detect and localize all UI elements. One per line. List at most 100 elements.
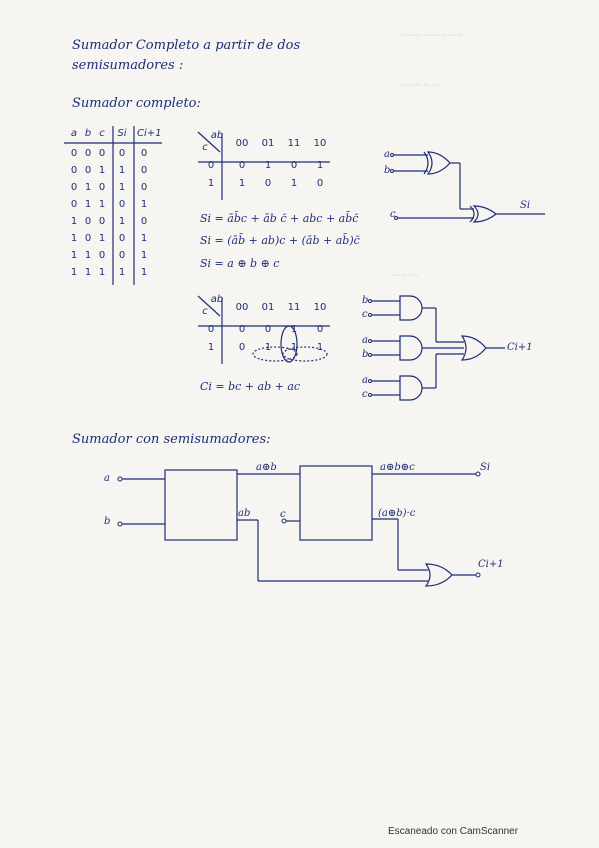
truth-table-cell: 0 [70,165,78,176]
si-input-c: c [390,209,396,220]
equation-ci: Ci = bc + ab + ac [200,380,301,393]
truth-table-header: c [99,128,105,139]
ha1-carry-label: ab [238,508,251,519]
xor-gate-2 [472,205,497,223]
half-adder-2 [299,465,373,541]
truth-table-cell: 1 [70,267,78,278]
truth-table-cell: 0 [84,165,92,176]
ha1-sum-label: a⊕b [256,462,277,473]
kmap-cell: 1 [316,160,324,171]
truth-table-cell: 0 [98,182,106,193]
xor-gate-1 [426,151,451,175]
truth-table-cell: 0 [140,182,148,193]
kmap-col-header: 00 [235,138,249,149]
truth-table-cell: 0 [118,148,126,159]
truth-table-header: a [70,128,78,139]
si-output: Si [520,200,531,211]
truth-table-cell: 1 [118,165,126,176]
truth-table-cell: 1 [70,216,78,227]
bleed-through-text: ~~~~ ~~~ ~~~~ [400,30,463,40]
truth-table-cell: 1 [98,233,106,244]
truth-table-cell: 0 [140,148,148,159]
equation-si-factored: Si = (āb̄ + ab)c + (āb + ab̄)c̄ [200,234,360,247]
truth-table-cell: 1 [84,267,92,278]
kmap-row-var: c [202,142,208,153]
and-gate-2 [399,335,423,361]
kmap-cell: 0 [264,178,272,189]
kmap-col-header: 11 [287,302,301,313]
kmap-cell: 1 [290,178,298,189]
truth-table-cell: 0 [118,233,126,244]
block-output-carry: Ci+1 [478,559,504,570]
ci-output: Ci+1 [507,342,533,353]
kmap-cell: 0 [264,324,272,335]
truth-table-cell: 1 [118,182,126,193]
kmap-row-header: 1 [207,342,215,353]
kmap-row-var: c [202,306,208,317]
kmap-col-header: 11 [287,138,301,149]
ci-input-b2: b [362,349,369,360]
block-output-sum: Si [480,462,491,473]
block-input-b: b [104,516,111,527]
half-adder-1 [164,469,238,541]
truth-table-cell: 1 [118,267,126,278]
si-input-a: a [384,149,390,160]
truth-table-cell: 1 [140,199,148,210]
scanner-watermark: Escaneado con CamScanner [388,826,519,837]
ci-input-a2: a [362,375,368,386]
truth-table-cell: 1 [140,250,148,261]
truth-table-cell: 0 [98,216,106,227]
truth-table-cell: 0 [70,148,78,159]
truth-table-cell: 0 [140,165,148,176]
kmap-col-header: 10 [313,302,327,313]
truth-table-cell: 0 [118,199,126,210]
kmap-col-var: ab [210,294,224,305]
equation-si-xor: Si = a ⊕ b ⊕ c [200,257,280,270]
kmap-col-var: ab [210,130,224,141]
truth-table-cell: 1 [140,233,148,244]
si-input-b: b [384,165,391,176]
kmap-cell: 1 [238,178,246,189]
truth-table-cell: 0 [70,199,78,210]
block-input-a: a [104,473,110,484]
kmap-row-header: 0 [207,324,215,335]
kmap-cell: 0 [290,160,298,171]
kmap-col-header: 10 [313,138,327,149]
xor-gate-2 [469,205,475,223]
kmap-col-header: 01 [261,302,275,313]
truth-table-cell: 0 [84,148,92,159]
kmap-cell: 0 [238,324,246,335]
truth-table-cell: 0 [98,148,106,159]
truth-table-cell: 1 [84,250,92,261]
truth-table-cell: 0 [118,250,126,261]
truth-table-header: Ci+1 [137,128,162,139]
truth-table-cell: 0 [70,182,78,193]
kmap-cell: 0 [316,178,324,189]
truth-table-cell: 0 [84,216,92,227]
ha2-carry-label: (a⊕b)·c [378,508,416,519]
page-title-line2: semisumadores : [72,58,184,73]
kmap-ci-group [280,325,298,363]
kmap-row-header: 0 [207,160,215,171]
truth-table-header: b [84,128,92,139]
truth-table-cell: 1 [70,233,78,244]
truth-table-cell: 1 [70,250,78,261]
or-gate-carry [424,563,453,587]
kmap-cell: 1 [264,160,272,171]
kmap-ci-diagonal [197,295,221,317]
bleed-through-text: ~~~~ ~ ~~ [400,80,442,90]
ci-input-c2: c [362,389,368,400]
kmap-row-header: 1 [207,178,215,189]
and-gate-1 [399,295,423,321]
truth-table-cell: 1 [118,216,126,227]
truth-table-cell: 1 [98,165,106,176]
truth-table-cell: 1 [84,182,92,193]
truth-table-header: Si [117,128,127,139]
kmap-cell: 1 [316,342,324,353]
kmap-ci-group [252,346,298,362]
xor-gate-1 [423,151,429,175]
section-title-half-adders: Sumador con semisumadores: [72,432,271,447]
and-gate-3 [399,375,423,401]
kmap-cell: 0 [238,342,246,353]
